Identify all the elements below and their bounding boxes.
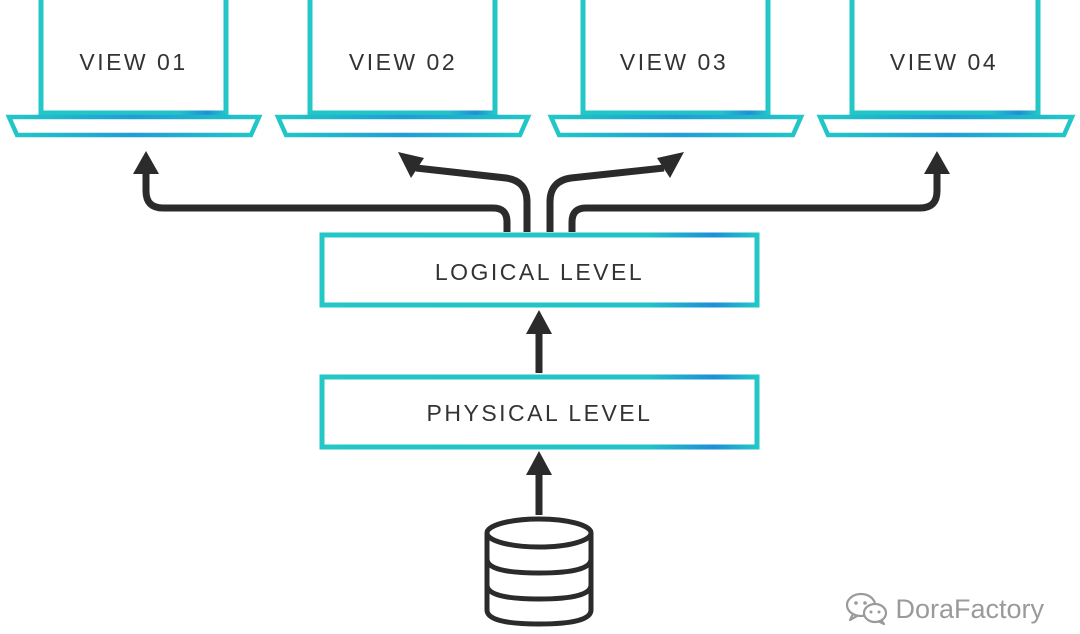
logical-level-box: LOGICAL LEVEL xyxy=(319,232,760,308)
view-label: VIEW 04 xyxy=(890,49,998,75)
logical-level-label: LOGICAL LEVEL xyxy=(435,259,644,285)
database-icon xyxy=(484,516,594,627)
view-laptop-2: VIEW 02 xyxy=(274,0,532,138)
view-label: VIEW 02 xyxy=(349,49,457,75)
laptop-icon xyxy=(307,0,498,116)
arrow-to-view-01 xyxy=(142,172,511,232)
laptop-icon xyxy=(849,0,1041,116)
arrowhead-view-02 xyxy=(398,152,424,178)
arrowhead-view-04 xyxy=(924,151,950,174)
watermark-text: DoraFactory xyxy=(895,593,1044,624)
laptop-icon xyxy=(580,0,771,116)
arrowhead-view-03 xyxy=(657,152,684,178)
view-laptop-3: VIEW 03 xyxy=(547,0,805,138)
branch-arrows xyxy=(142,164,941,232)
physical-level-label: PHYSICAL LEVEL xyxy=(427,400,653,426)
view-label: VIEW 03 xyxy=(620,49,728,75)
arrow-to-view-03 xyxy=(546,164,665,232)
view-laptop-1: VIEW 01 xyxy=(5,0,263,138)
laptop-icon xyxy=(38,0,229,116)
watermark: DoraFactory xyxy=(845,592,1044,626)
arrow-to-view-02 xyxy=(415,164,531,232)
wechat-icon xyxy=(846,592,888,626)
view-laptop-4: VIEW 04 xyxy=(816,0,1076,138)
arrow-physical-to-logical xyxy=(526,310,552,373)
arrowheads xyxy=(133,151,950,178)
view-label: VIEW 01 xyxy=(79,49,187,75)
arrow-to-view-04 xyxy=(568,172,941,232)
physical-level-box: PHYSICAL LEVEL xyxy=(319,374,760,450)
arrow-database-to-physical xyxy=(526,451,552,515)
arrowhead-view-01 xyxy=(133,151,159,174)
